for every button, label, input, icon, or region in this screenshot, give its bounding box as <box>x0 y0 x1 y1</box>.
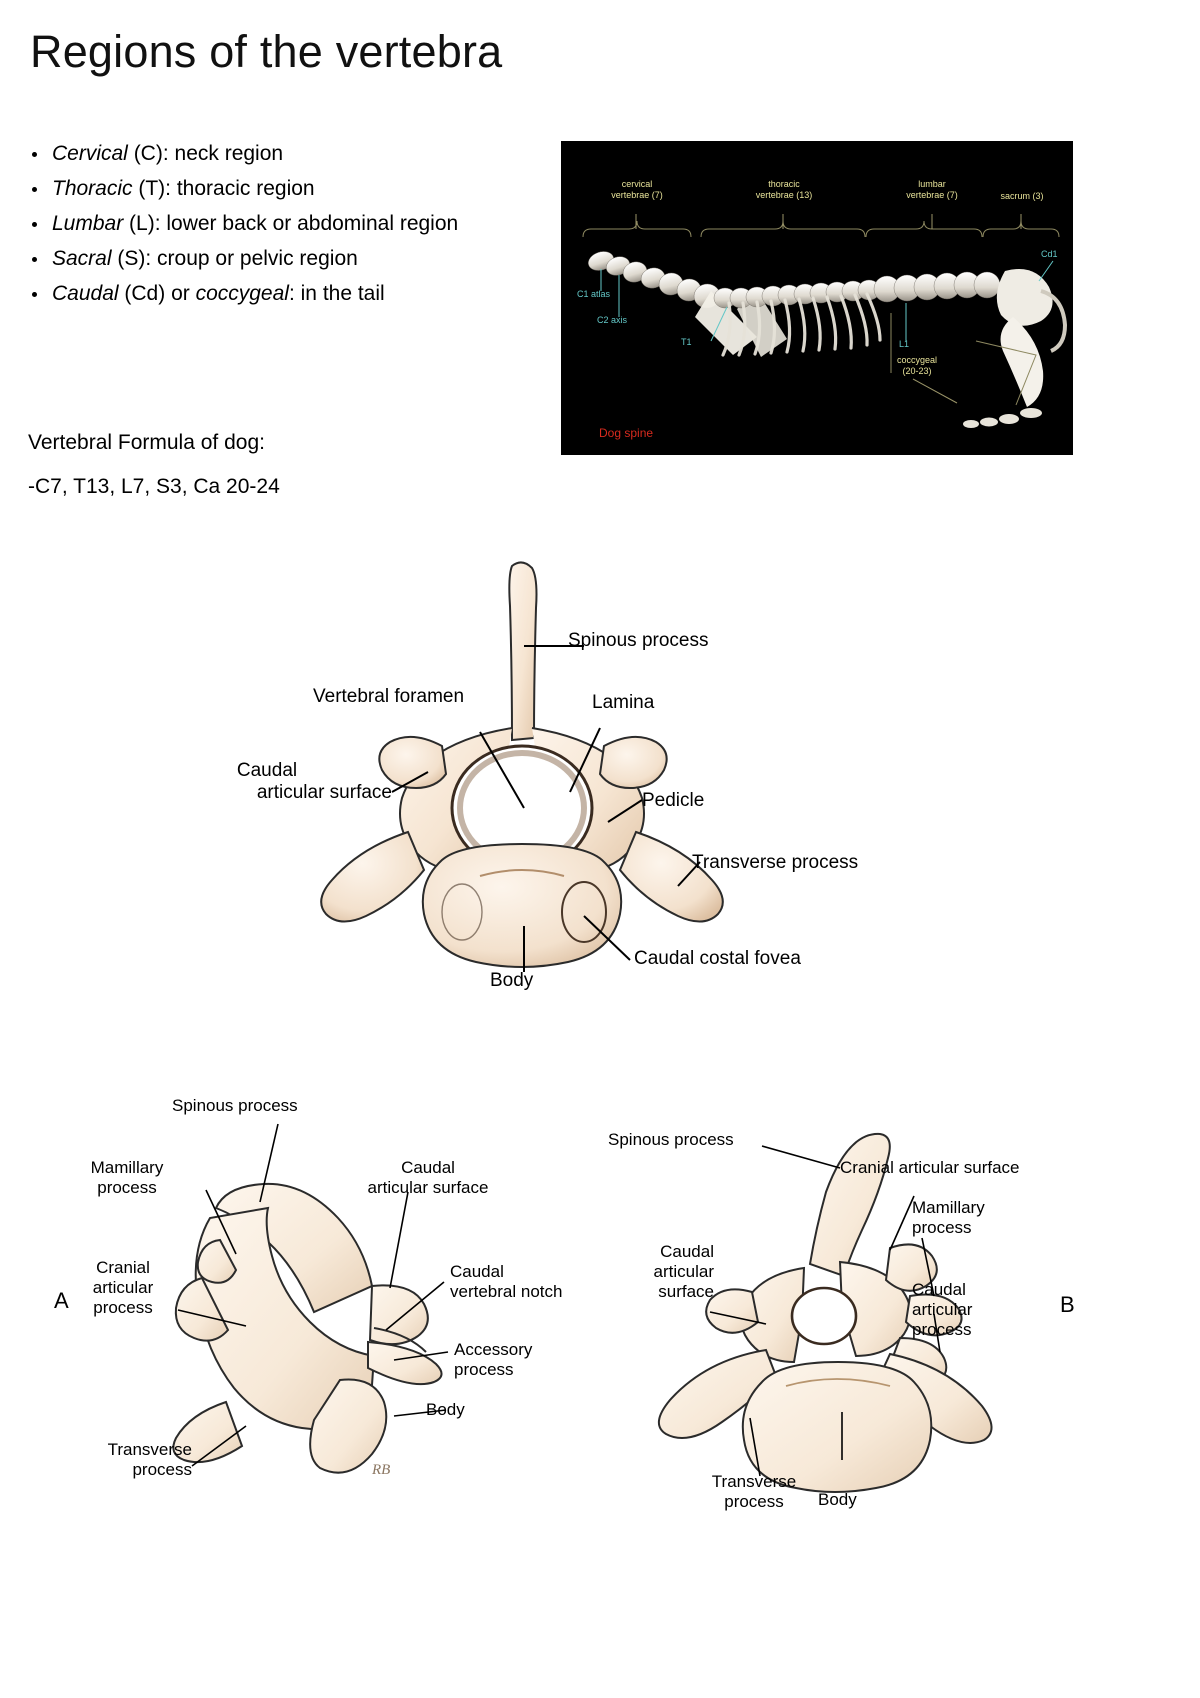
label-spinous-process: Spinous process <box>568 630 709 651</box>
region-term: Caudal <box>52 282 119 305</box>
spine-label-atlas: C1 atlas <box>577 289 611 299</box>
region-description: (L): lower back or abdominal region <box>123 212 459 235</box>
label-a-caudal-vertebral-notch: Caudal vertebral notch <box>450 1262 563 1301</box>
label-b-mamillary-process: Mamillary process <box>912 1198 985 1237</box>
label-b-spinous-process: Spinous process <box>608 1130 734 1149</box>
region-term: Sacral <box>52 247 112 270</box>
vertebral-regions-list: Cervical (C): neck region Thoracic (T): … <box>18 136 578 311</box>
label-vertebral-foramen: Vertebral foramen <box>313 686 465 707</box>
region-description: (T): thoracic region <box>132 177 315 200</box>
spine-label-t1: T1 <box>681 337 692 347</box>
lumbar-vertebra-lateral-drawing: RB <box>172 1123 449 1478</box>
list-item: Lumbar (L): lower back or abdominal regi… <box>18 206 578 241</box>
label-b-caudal-articular-surface: Caudal articular surface <box>653 1242 714 1301</box>
spine-label-lumbar: lumbar vertebrae (7) <box>906 179 958 200</box>
label-caudal-articular-surface: Caudal articular surface <box>236 760 392 803</box>
spine-label-l1: L1 <box>899 339 910 349</box>
figure-a: RB A Spinous process Mamillary process C… <box>50 1080 630 1500</box>
region-term: Lumbar <box>52 212 124 235</box>
region-term: Cervical <box>52 142 128 165</box>
label-a-caudal-articular-surface: Caudal articular surface <box>367 1158 489 1197</box>
label-b-cranial-articular-surface: Cranial articular surface <box>840 1158 1020 1177</box>
label-b-transverse-process: Transverse process <box>711 1472 797 1511</box>
label-a-spinous-process: Spinous process <box>172 1096 298 1115</box>
label-pedicle: Pedicle <box>642 790 705 811</box>
label-a-accessory-process: Accessory process <box>454 1340 533 1379</box>
label-lamina: Lamina <box>592 692 655 713</box>
label-a-mamillary-process: Mamillary process <box>90 1158 164 1197</box>
list-item: Cervical (C): neck region <box>18 136 578 171</box>
spine-label-thoracic: thoracic vertebrae (13) <box>755 179 813 200</box>
vertebral-formula-heading: Vertebral Formula of dog: <box>28 431 265 454</box>
region-term: Thoracic <box>52 177 133 200</box>
label-a-body: Body <box>426 1400 465 1419</box>
label-b-caudal-articular-process: Caudal articular process <box>912 1280 973 1339</box>
region-description: (C): neck region <box>127 142 284 165</box>
spine-label-cd1: Cd1 <box>1041 249 1058 259</box>
figure-b-letter: B <box>1060 1292 1075 1317</box>
figure-a-letter: A <box>54 1288 69 1313</box>
region-description: (Cd) or coccygeal: in the tail <box>118 282 385 305</box>
label-a-transverse-process: Transverse process <box>107 1440 192 1479</box>
spine-label-cervical: cervical vertebrae (7) <box>611 179 663 200</box>
vertebra-cranial-drawing <box>320 561 724 972</box>
label-b-body: Body <box>818 1490 857 1509</box>
list-item: Sacral (S): croup or pelvic region <box>18 241 578 276</box>
vertebral-formula-value: -C7, T13, L7, S3, Ca 20-24 <box>28 475 280 498</box>
page-title: Regions of the vertebra <box>30 26 503 77</box>
spine-label-axis: C2 axis <box>597 315 628 325</box>
region-description: (S): croup or pelvic region <box>111 247 358 270</box>
dog-spine-caption: Dog spine <box>599 426 654 440</box>
lumbar-vertebra-caudal-drawing <box>658 1132 993 1493</box>
spine-label-coccygeal: coccygeal (20-23) <box>896 355 938 376</box>
vertebra-cranial-view-figure: Spinous process Vertebral foramen Lamina… <box>180 560 960 1020</box>
figure-b: B Spinous process Cranial articular surf… <box>590 1100 1150 1520</box>
list-item: Thoracic (T): thoracic region <box>18 171 578 206</box>
dog-spine-figure: cervical vertebrae (7) thoracic vertebra… <box>561 141 1073 455</box>
list-item: Caudal (Cd) or coccygeal: in the tail <box>18 276 578 311</box>
spine-label-sacrum: sacrum (3) <box>1000 191 1044 201</box>
label-body: Body <box>490 970 534 991</box>
label-transverse-process: Transverse process <box>692 852 859 873</box>
svg-text:RB: RB <box>371 1462 390 1478</box>
label-a-cranial-articular-process: Cranial articular process <box>92 1258 154 1317</box>
label-caudal-costal-fovea: Caudal costal fovea <box>634 948 801 969</box>
dog-spine-illustration <box>561 141 1073 455</box>
